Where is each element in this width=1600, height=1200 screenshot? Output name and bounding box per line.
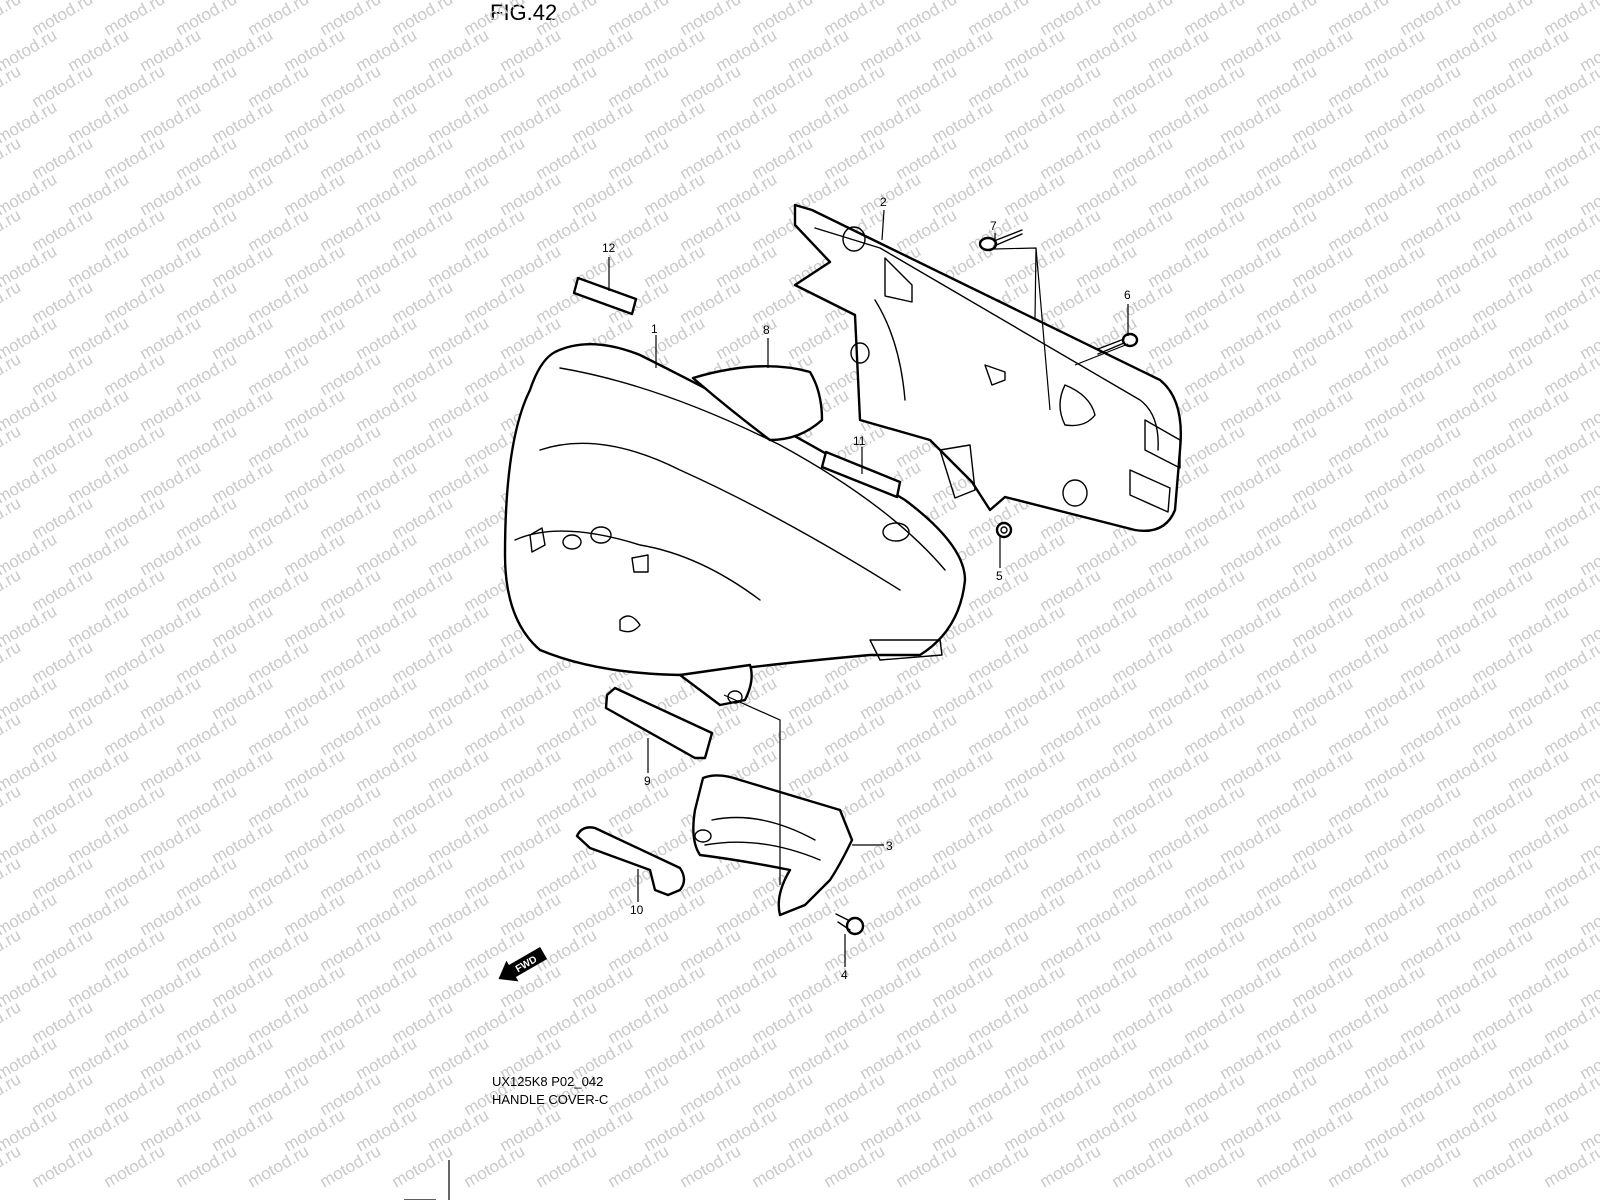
watermark-text: motod.ru [1325,1141,1393,1191]
watermark-text: motod.ru [533,1141,601,1191]
watermark-text: motod.ru [0,853,24,903]
watermark-text: motod.ru [0,0,24,39]
watermark-text: motod.ru [0,277,24,327]
watermark-text: motod.ru [0,61,24,111]
figure-code: UX125K8 P02_042 [492,1074,604,1089]
figure-title: FIG.42 [490,0,558,25]
watermark-text: motod.ru [389,1141,457,1191]
front-handle-cover [503,343,967,707]
rear-handle-cover [793,203,1182,532]
strip-12 [572,276,638,316]
callout-9: 9 [644,774,651,788]
screw-6 [1097,332,1139,355]
watermark-text: motod.ru [1037,1141,1105,1191]
watermark-text: motod.ru [1541,1141,1600,1191]
watermark-text: motod.ru [0,1069,24,1119]
watermark-text: motod.ru [893,1141,961,1191]
watermark-text: motod.ru [965,1141,1033,1191]
callout-8: 8 [763,323,770,337]
watermark-text: motod.ru [1577,0,1600,3]
watermark-text: motod.ru [0,205,24,255]
trim-10 [575,826,686,897]
bolt-4 [835,913,865,936]
watermark-text: motod.ru [0,781,24,831]
watermark-text: motod.ru [0,997,24,1047]
panel-8 [691,365,824,442]
watermark-text: motod.ru [749,1141,817,1191]
watermark-text: motod.ru [173,1141,241,1191]
watermark-text: motod.ru [0,349,24,399]
watermark-text: motod.ru [821,1141,889,1191]
screw-7 [978,229,1023,252]
bolt-5 [995,521,1013,539]
strip-11 [820,450,902,499]
watermark-text: motod.ru [101,1141,169,1191]
watermark-text: motod.ru [317,1141,385,1191]
watermark-text: motod.ru [0,709,24,759]
watermark-text: motod.ru [1253,1141,1321,1191]
watermark-text: motod.ru [1109,1141,1177,1191]
watermark-text: motod.ru [0,1141,24,1191]
callout-2: 2 [880,195,887,209]
figure-name: HANDLE COVER-C [492,1092,609,1107]
watermark-text: motod.ru [0,565,24,615]
watermark-text: motod.ru [461,1141,529,1191]
callout-labels: 1 2 3 4 5 6 7 8 9 10 11 12 [602,195,1131,982]
callout-10: 10 [630,903,644,917]
trim-9 [604,686,714,760]
lower-cover-3 [692,774,854,917]
watermark-text: motod.ru [605,1141,673,1191]
watermark-text: motod.ru [0,421,24,471]
watermark-text: motod.ru [1397,1141,1465,1191]
watermark-text: motod.ru [29,1141,97,1191]
watermark-text: motod.ru [677,1141,745,1191]
watermark-text: motod.ru [245,1141,313,1191]
watermark-text: motod.ru [0,925,24,975]
callout-7: 7 [990,219,997,233]
watermark-text: motod.ru [0,493,24,543]
callout-1: 1 [651,322,658,336]
leader-lines [404,209,1129,1200]
watermark-text: motod.ru [0,637,24,687]
watermark-text: motod.ru [1469,1141,1537,1191]
callout-4: 4 [841,968,848,982]
callout-3: 3 [886,839,893,853]
watermark-text: motod.ru [1181,1141,1249,1191]
callout-12: 12 [602,241,616,255]
watermark-text: motod.ru [0,133,24,183]
callout-5: 5 [996,569,1003,583]
callout-6: 6 [1124,288,1131,302]
callout-11: 11 [853,434,866,448]
